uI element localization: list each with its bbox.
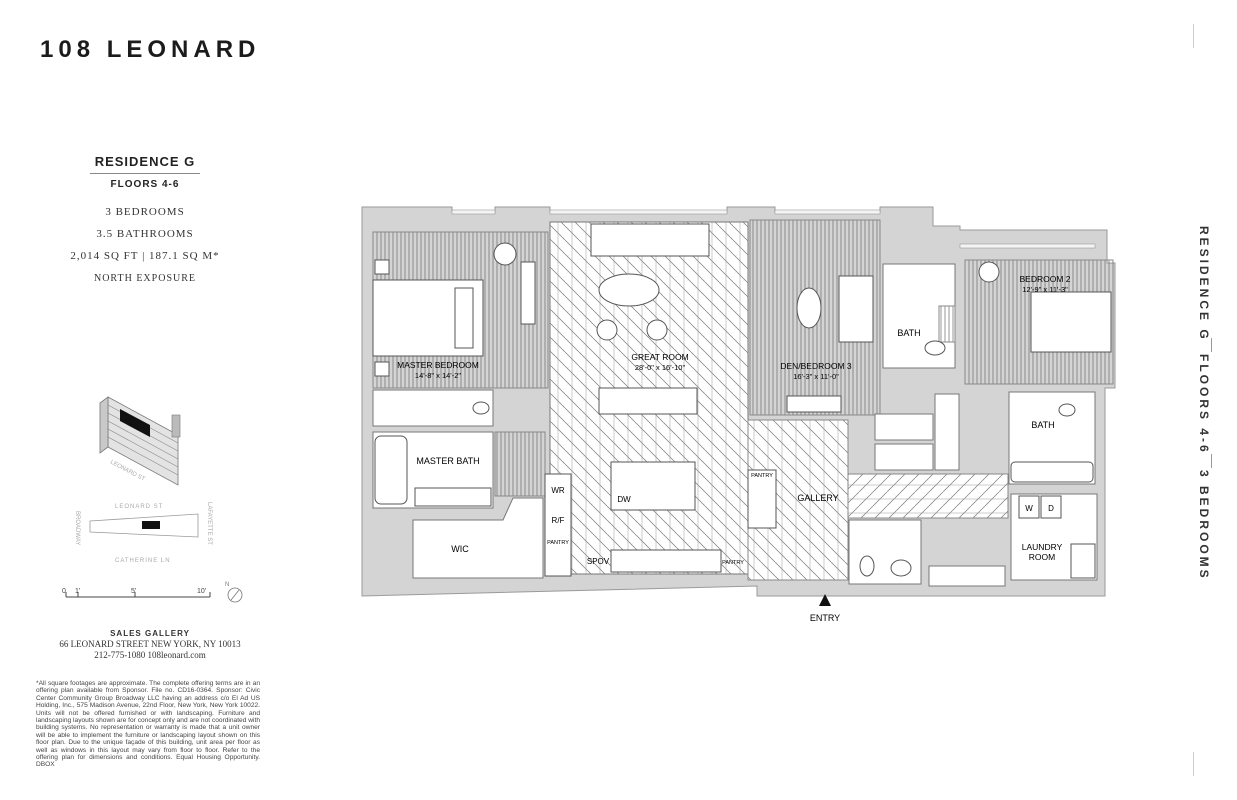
scale-tick-0: 0 bbox=[62, 588, 66, 595]
street-north: LEONARD ST bbox=[115, 504, 163, 510]
bedroom2-bed bbox=[1030, 291, 1112, 353]
master-bath-label: MASTER BATH bbox=[416, 456, 479, 466]
great-room-dims: 28'-0" x 16'-10" bbox=[635, 363, 686, 372]
wic-label: WIC bbox=[451, 544, 469, 554]
bedroom-count: 3 BEDROOMS bbox=[105, 206, 185, 218]
great-room-label: GREAT ROOM bbox=[631, 352, 688, 362]
dining-table bbox=[598, 387, 698, 415]
vertical-sep-1 bbox=[1211, 338, 1212, 352]
pantry-gallery-label: PANTRY bbox=[751, 473, 773, 479]
vertical-floors: FLOORS 4-6 bbox=[1197, 354, 1211, 455]
area-size: 2,014 SQ FT | 187.1 SQ M* bbox=[70, 250, 220, 262]
unit-marker bbox=[142, 521, 160, 529]
north-label: N bbox=[225, 582, 229, 588]
residence-header: RESIDENCE G FLOORS 4-6 bbox=[90, 154, 200, 190]
street-west: BROADWAY bbox=[74, 511, 80, 545]
den-label: DEN/BEDROOM 3 bbox=[780, 361, 852, 371]
scale-tick-1: 1' bbox=[75, 588, 80, 595]
scale-tick-5: 5' bbox=[131, 588, 136, 595]
block-outline bbox=[89, 513, 199, 538]
sales-contact: 212-775-1080 108leonard.com bbox=[94, 650, 206, 660]
gallery-label: GALLERY bbox=[797, 493, 838, 503]
powder-room bbox=[848, 519, 922, 585]
coffee-table bbox=[598, 273, 660, 307]
bedroom2-dims: 12'-9" x 11'-3" bbox=[1022, 285, 1068, 294]
legal-disclaimer: *All square footages are approximate. Th… bbox=[36, 680, 260, 769]
pantry-small-label: PANTRY bbox=[547, 540, 569, 546]
north-arrow-icon: N bbox=[225, 582, 243, 603]
spov-label: SPOV bbox=[587, 557, 610, 566]
residence-floors: FLOORS 4-6 bbox=[110, 179, 180, 190]
top-rule bbox=[1193, 24, 1194, 48]
wr-label: WR bbox=[551, 486, 565, 495]
bottom-rule bbox=[1193, 752, 1194, 776]
bedroom2-label: BEDROOM 2 bbox=[1019, 274, 1070, 284]
pantry-kitchen-label: PANTRY bbox=[722, 560, 744, 566]
entry-label: ENTRY bbox=[810, 613, 840, 623]
vertical-sep-2 bbox=[1211, 454, 1212, 468]
exposure: NORTH EXPOSURE bbox=[93, 273, 197, 284]
bedroom2-bath-label: BATH bbox=[1031, 420, 1054, 430]
master-bedroom-label: MASTER BEDROOM bbox=[397, 360, 479, 370]
street-east: LAFAYETTE ST bbox=[206, 502, 212, 545]
rf-label: R/F bbox=[552, 516, 565, 525]
master-bedroom-dims: 14'-8" x 14'-2" bbox=[415, 371, 461, 380]
washer-label: W bbox=[1025, 504, 1033, 513]
dw-label: DW bbox=[617, 495, 631, 504]
wic-area bbox=[412, 497, 544, 579]
laundry-label-2: ROOM bbox=[1029, 552, 1055, 562]
building-axonometric-icon bbox=[99, 396, 181, 486]
vertical-bedrooms: 3 BEDROOMS bbox=[1197, 470, 1211, 581]
bathroom-count: 3.5 BATHROOMS bbox=[96, 228, 194, 240]
den-bath-label: BATH bbox=[897, 328, 920, 338]
scale-bar: 0 1' 5' 10' bbox=[62, 588, 211, 598]
street-south: CATHERINE LN bbox=[115, 558, 171, 564]
vertical-residence: RESIDENCE G bbox=[1197, 226, 1211, 342]
residence-title: RESIDENCE G bbox=[90, 154, 200, 174]
sales-gallery: SALES GALLERY 66 LEONARD STREET NEW YORK… bbox=[40, 628, 260, 661]
dryer-label: D bbox=[1048, 504, 1054, 513]
window-strip bbox=[451, 209, 1096, 249]
sales-title: SALES GALLERY bbox=[110, 629, 190, 638]
den-dims: 16'-3" x 11'-0" bbox=[793, 372, 839, 381]
sofa bbox=[590, 223, 710, 257]
kitchen-island bbox=[610, 461, 696, 511]
brand-logo: 108 LEONARD bbox=[40, 36, 261, 63]
vertical-title: RESIDENCE G FLOORS 4-6 3 BEDROOMS bbox=[1197, 226, 1224, 581]
entry-arrow-icon bbox=[819, 594, 831, 606]
sales-address: 66 LEONARD STREET NEW YORK, NY 10013 bbox=[59, 639, 241, 649]
key-plan-graphics: LEONARD ST LEONARD ST CATHERINE LN BROAD… bbox=[62, 396, 243, 603]
laundry-label-1: LAUNDRY bbox=[1022, 542, 1063, 552]
scale-tick-10: 10' bbox=[197, 588, 206, 595]
floor-plan: MASTER BEDROOM 14'-8" x 14'-2" MASTER BA… bbox=[361, 206, 1116, 623]
kitchen-counter bbox=[610, 549, 722, 573]
